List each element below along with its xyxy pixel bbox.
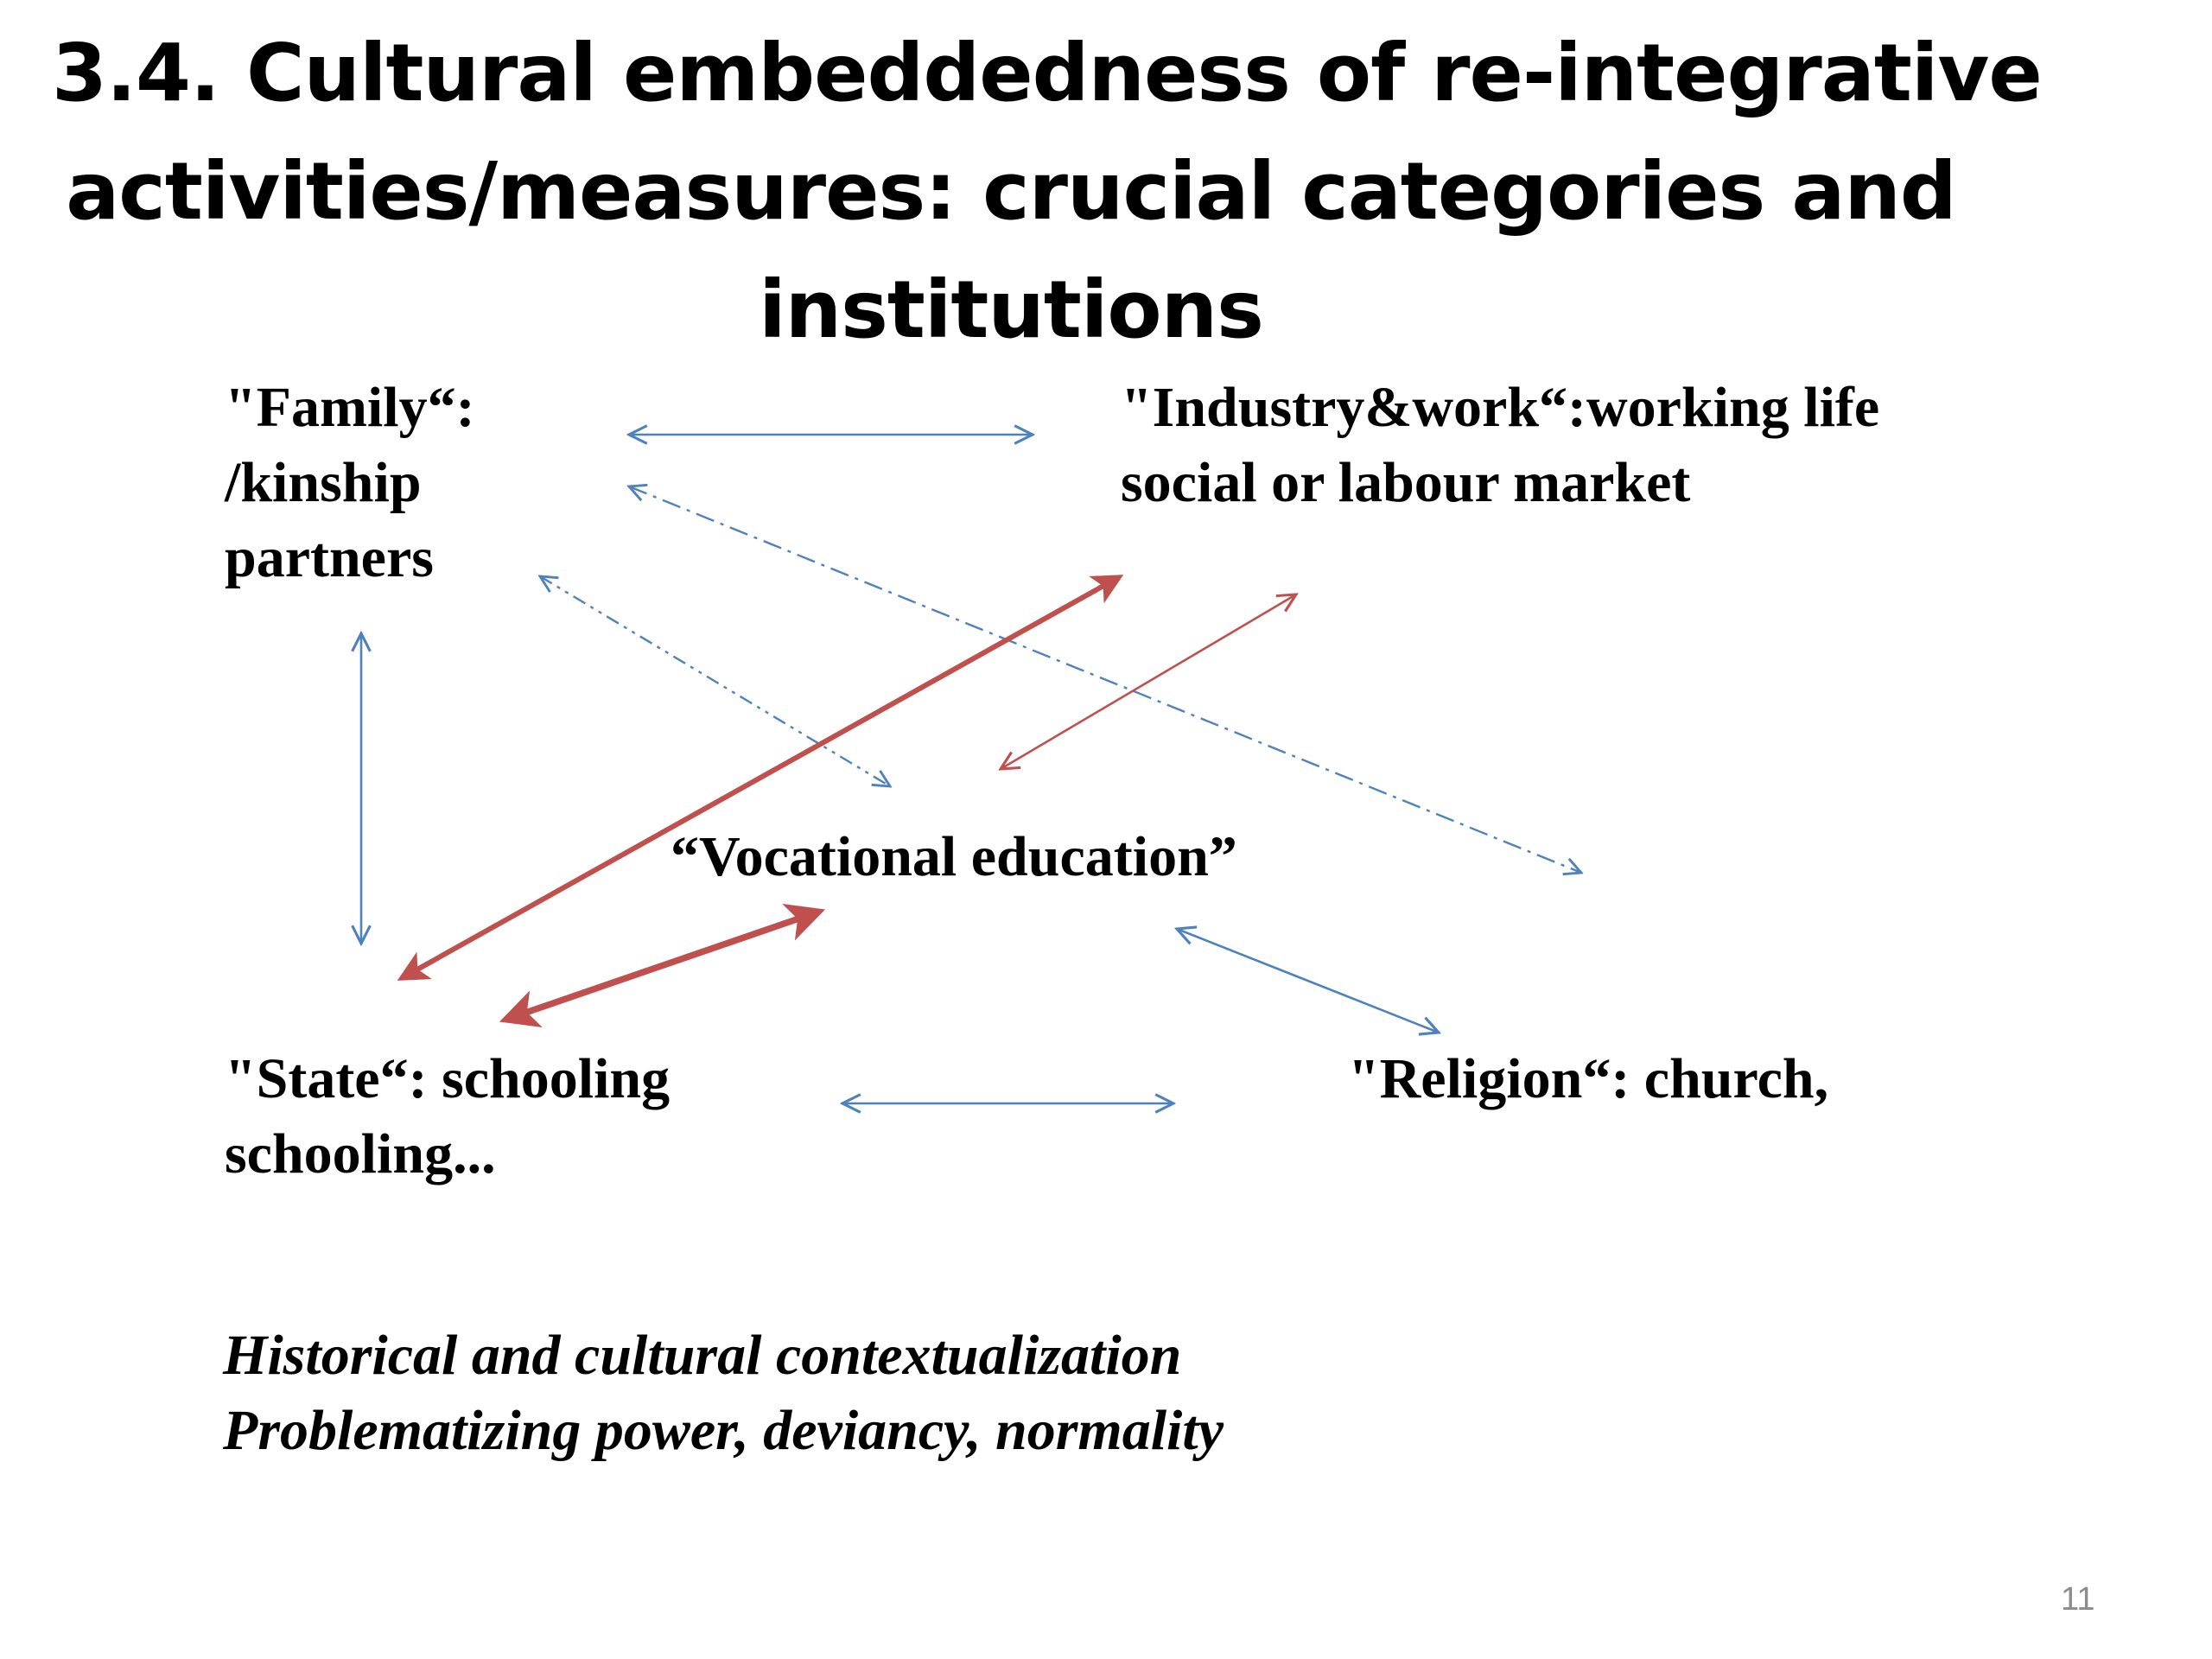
arrow-state-industry	[397, 575, 1124, 981]
note-line-1: Historical and cultural contextualizatio…	[223, 1324, 1182, 1387]
title-line-1: 3.4. Cultural embeddedness of re-integra…	[52, 27, 2043, 119]
node-state-line-2: schooling...	[225, 1122, 496, 1185]
node-religion: "Religion“: church,	[1348, 1041, 1828, 1116]
node-industry: "Industry&work“:working life social or l…	[1121, 370, 1879, 520]
arrow-state-vocational	[499, 903, 826, 1028]
note-line-2: Problematizing power, deviancy, normalit…	[223, 1399, 1224, 1462]
node-family-line-2: /kinship	[225, 451, 422, 514]
node-state: "State“: schooling schooling...	[225, 1041, 670, 1192]
node-industry-line-1: "Industry&work“:working life	[1121, 376, 1880, 439]
node-industry-line-2: social or labour market	[1121, 451, 1691, 514]
arrow-vocational-religion	[1177, 929, 1439, 1033]
page-number: 11	[2061, 1581, 2095, 1618]
contextualization-note: Historical and cultural contextualizatio…	[223, 1318, 1224, 1468]
node-vocational-education: “Vocational education”	[671, 819, 1237, 894]
node-family: "Family“: /kinship partners	[225, 370, 475, 595]
title-line-2: activities/measures: crucial categories …	[66, 145, 1957, 238]
node-family-line-3: partners	[225, 526, 434, 589]
arrow-family-vocational	[540, 576, 890, 786]
node-state-line-1: "State“: schooling	[225, 1047, 671, 1110]
node-vocational-line-1: “Vocational education”	[671, 825, 1237, 888]
arrow-vocational-industry	[1001, 594, 1296, 769]
slide-title: 3.4. Cultural embeddedness of re-integra…	[52, 14, 2043, 369]
title-line-3: institutions	[759, 264, 1264, 356]
arrow-family-religion	[629, 486, 1581, 873]
node-family-line-1: "Family“:	[225, 376, 475, 439]
node-religion-line-1: "Religion“: church,	[1348, 1047, 1829, 1110]
